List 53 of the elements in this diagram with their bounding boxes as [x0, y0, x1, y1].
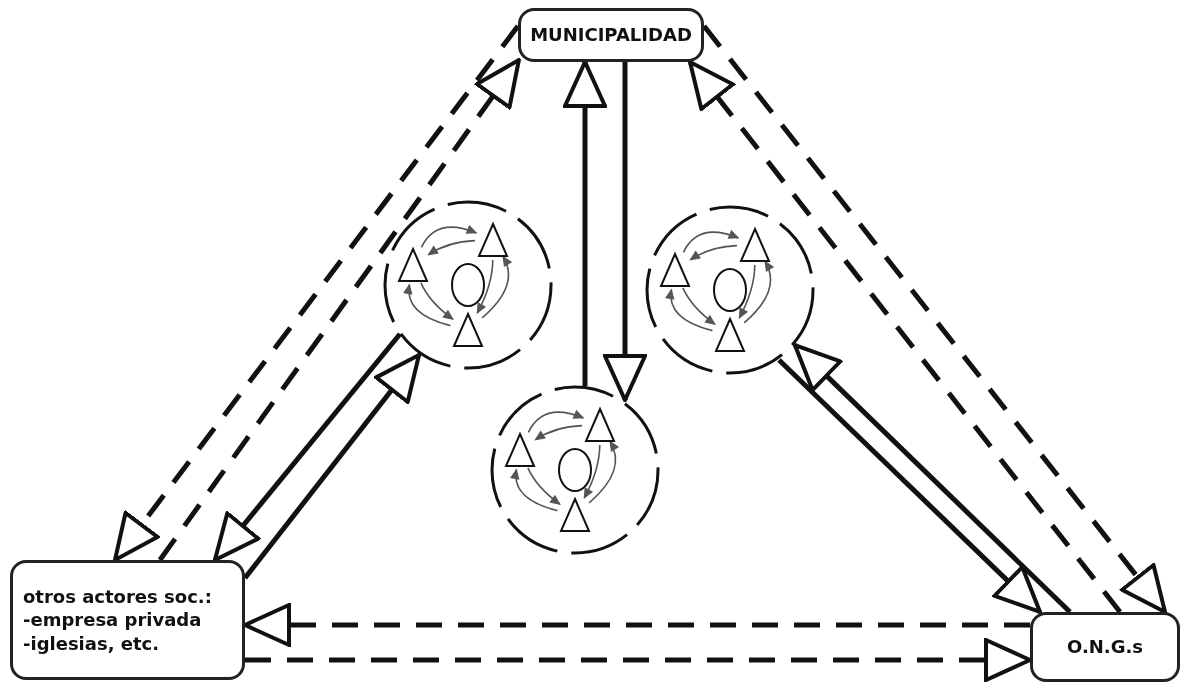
- box-label: -empresa privada: [23, 608, 202, 632]
- dashed-arrow: [113, 24, 520, 562]
- curved-arrow: [476, 259, 494, 314]
- dashed-arrow: [688, 60, 1122, 614]
- curved-arrow: [534, 424, 583, 441]
- arrow: [212, 332, 402, 562]
- circle: [712, 267, 748, 313]
- curved-arrow: [420, 225, 477, 249]
- arrow: [777, 358, 1042, 614]
- triangle: [398, 248, 428, 282]
- curved-arrow: [682, 230, 739, 254]
- curved-arrow: [527, 467, 561, 505]
- dashed-circle: [645, 205, 815, 375]
- arrow: [792, 343, 1072, 614]
- curved-arrow: [481, 255, 512, 319]
- rounded-box: [10, 560, 245, 680]
- triangle: [478, 223, 508, 257]
- triangle: [453, 313, 483, 347]
- arrow: [603, 62, 647, 402]
- curved-arrow: [527, 410, 584, 434]
- arrow: [243, 353, 421, 580]
- triangle: [660, 253, 690, 287]
- triangle: [505, 433, 535, 467]
- box-label: otros actores soc.:: [23, 584, 212, 609]
- curved-arrow: [743, 260, 774, 324]
- curved-arrow: [403, 283, 452, 327]
- curved-arrow: [682, 287, 716, 325]
- triangle: [715, 318, 745, 352]
- box-label: O.N.G.s: [1067, 635, 1143, 659]
- curved-arrow: [689, 244, 738, 261]
- dashed-arrow: [243, 603, 1030, 647]
- curved-arrow: [588, 440, 619, 504]
- rounded-box: [518, 8, 704, 62]
- dashed-circle: [383, 200, 553, 370]
- curved-arrow: [510, 468, 559, 512]
- curved-arrow: [738, 264, 756, 319]
- curved-arrow: [420, 282, 454, 320]
- triangle: [560, 498, 590, 532]
- dashed-arrow: [157, 58, 521, 562]
- rounded-box: [1030, 612, 1180, 682]
- circle: [557, 447, 593, 493]
- curved-arrow: [427, 239, 476, 256]
- arrow: [563, 60, 607, 386]
- triangle: [585, 408, 615, 442]
- box-label: -iglesias, etc.: [23, 631, 160, 656]
- dashed-arrow: [702, 24, 1167, 614]
- box-label: MUNICIPALIDAD: [530, 23, 692, 47]
- curved-arrow: [665, 288, 714, 332]
- curved-arrow: [583, 444, 601, 499]
- circle: [450, 262, 486, 308]
- dashed-circle: [490, 385, 660, 555]
- triangle: [740, 228, 770, 262]
- dashed-arrow: [245, 638, 1032, 682]
